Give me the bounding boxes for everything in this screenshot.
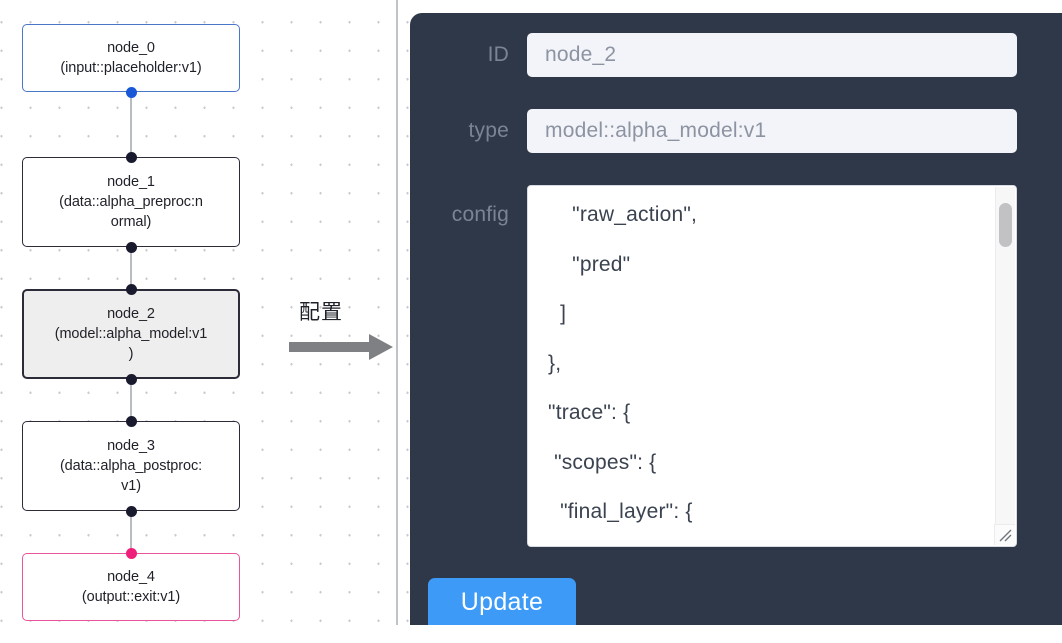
graph-node-port[interactable]: [125, 373, 137, 385]
graph-edge[interactable]: [130, 92, 132, 157]
graph-node-port[interactable]: [125, 241, 137, 253]
config-field-row: config "raw_action", "pred" ] }, "trace"…: [410, 185, 1017, 547]
window-bottom-strip: [0, 625, 1062, 643]
graph-node-node_3[interactable]: node_3 (data::alpha_postproc: v1): [22, 421, 240, 511]
graph-node-label: node_1 (data::alpha_preproc:n ormal): [59, 174, 203, 230]
id-field-label: ID: [487, 43, 509, 66]
type-field-row: type model::alpha_model:v1: [410, 109, 1017, 153]
config-textarea[interactable]: "raw_action", "pred" ] }, "trace": { "sc…: [527, 185, 1017, 547]
graph-edge[interactable]: [130, 247, 132, 289]
graph-edge[interactable]: [130, 379, 132, 421]
graph-node-port[interactable]: [125, 283, 137, 295]
panel-divider: [396, 0, 398, 643]
id-input[interactable]: node_2: [527, 33, 1017, 77]
graph-node-node_4[interactable]: node_4 (output::exit:v1): [22, 553, 240, 621]
graph-edge[interactable]: [130, 511, 132, 553]
resize-grip-icon: [999, 529, 1012, 542]
graph-node-port[interactable]: [125, 547, 137, 559]
config-scrollbar-thumb[interactable]: [999, 203, 1012, 247]
id-field-row: ID node_2: [410, 33, 1017, 77]
graph-node-port[interactable]: [125, 415, 137, 427]
graph-node-label: node_2 (model::alpha_model:v1 ): [54, 306, 208, 362]
graph-node-port[interactable]: [125, 86, 137, 98]
node-config-panel: ID node_2 type model::alpha_model:v1 con…: [410, 13, 1062, 628]
config-field-label: config: [451, 203, 509, 226]
graph-node-node_0[interactable]: node_0 (input::placeholder:v1): [22, 24, 240, 92]
type-field-label: type: [468, 119, 509, 142]
graph-node-port[interactable]: [125, 151, 137, 163]
graph-node-node_1[interactable]: node_1 (data::alpha_preproc:n ormal): [22, 157, 240, 247]
update-button[interactable]: Update: [428, 578, 576, 628]
graph-node-port[interactable]: [125, 505, 137, 517]
config-scrollbar[interactable]: [995, 187, 1015, 527]
configure-arrow-annotation: 配置: [289, 296, 397, 362]
arrow-right-icon: [289, 334, 393, 360]
type-input[interactable]: model::alpha_model:v1: [527, 109, 1017, 153]
graph-node-label: node_4 (output::exit:v1): [81, 569, 181, 605]
graph-node-label: node_0 (input::placeholder:v1): [60, 40, 202, 76]
graph-node-node_2[interactable]: node_2 (model::alpha_model:v1 ): [22, 289, 240, 379]
graph-node-label: node_3 (data::alpha_postproc: v1): [59, 438, 203, 494]
config-resize-handle[interactable]: [994, 524, 1015, 545]
config-textarea-content[interactable]: "raw_action", "pred" ] }, "trace": { "sc…: [548, 203, 698, 523]
arrow-label: 配置: [299, 300, 343, 324]
